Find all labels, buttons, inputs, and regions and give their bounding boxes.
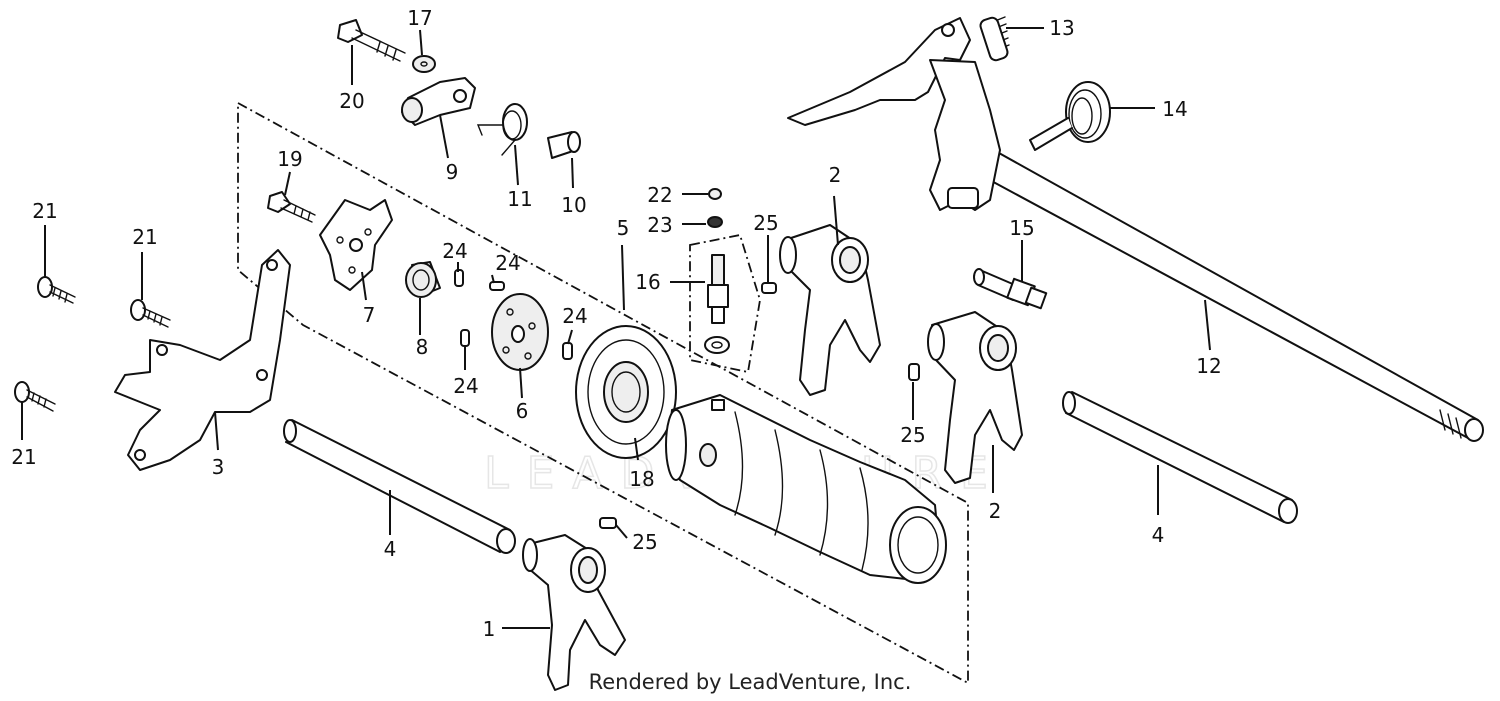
callout-21-top[interactable]: 21 [32, 199, 57, 223]
leader-lines [21, 27, 1211, 629]
callout-23[interactable]: 23 [647, 213, 672, 237]
callout-1[interactable]: 1 [483, 617, 496, 641]
callout-25-b[interactable]: 25 [900, 423, 925, 447]
callout-24-c[interactable]: 24 [453, 374, 478, 398]
callout-18[interactable]: 18 [629, 467, 654, 491]
washer-17[interactable] [412, 55, 436, 73]
callout-6[interactable]: 6 [516, 399, 529, 423]
bolt-19[interactable] [267, 191, 316, 223]
collar-8[interactable] [405, 261, 441, 298]
credit-text: Rendered by LeadVenture, Inc. [588, 670, 912, 694]
nut-22[interactable] [708, 188, 722, 200]
shift-fork-2-upper[interactable] [779, 224, 881, 396]
pin-25-c[interactable] [599, 517, 617, 529]
neutral-switch-16[interactable] [689, 233, 761, 374]
callout-24-d[interactable]: 24 [562, 304, 587, 328]
callout-21-middle[interactable]: 21 [132, 225, 157, 249]
callout-12[interactable]: 12 [1196, 354, 1221, 378]
return-spring-14[interactable] [1029, 81, 1111, 151]
callout-13[interactable]: 13 [1049, 16, 1074, 40]
callout-14[interactable]: 14 [1162, 97, 1187, 121]
callout-21-bottom[interactable]: 21 [11, 445, 36, 469]
bolt-20[interactable] [337, 19, 406, 62]
gearshift-spindle[interactable] [787, 17, 1484, 442]
callout-20[interactable]: 20 [339, 89, 364, 113]
fork-shaft-left[interactable] [283, 419, 516, 554]
spring-11[interactable] [476, 103, 528, 156]
callout-24-b[interactable]: 24 [495, 251, 520, 275]
credit-footer: Rendered by LeadVenture, Inc. [0, 670, 1500, 694]
callout-7[interactable]: 7 [363, 303, 376, 327]
callout-25-a[interactable]: 25 [753, 211, 778, 235]
drum-center-plate-6[interactable] [491, 293, 549, 371]
screw-21-middle[interactable] [130, 299, 171, 328]
pin-24-a[interactable] [454, 269, 464, 287]
assembly-frame [237, 101, 969, 685]
shift-fork-2-lower[interactable] [927, 311, 1023, 484]
callout-19[interactable]: 19 [277, 147, 302, 171]
callout-10[interactable]: 10 [561, 193, 586, 217]
pin-25-b[interactable] [908, 363, 920, 381]
callout-15[interactable]: 15 [1009, 216, 1034, 240]
callout-16[interactable]: 16 [635, 270, 660, 294]
callout-4-left[interactable]: 4 [384, 537, 397, 561]
stopper-plate-3[interactable] [114, 249, 291, 471]
callout-25-c[interactable]: 25 [632, 530, 657, 554]
pin-bolt-15[interactable] [973, 268, 1048, 310]
callout-2-lower[interactable]: 2 [989, 499, 1002, 523]
collar-10[interactable] [547, 131, 581, 159]
screw-21-top[interactable] [37, 276, 76, 304]
callout-24-a[interactable]: 24 [442, 239, 467, 263]
callout-8[interactable]: 8 [416, 335, 429, 359]
pin-25-a[interactable] [761, 282, 777, 294]
fork-shaft-right[interactable] [1062, 391, 1298, 524]
pin-24-d[interactable] [562, 342, 573, 360]
callout-9[interactable]: 9 [446, 160, 459, 184]
bearing-18[interactable] [575, 325, 677, 459]
drum-stopper-plate-7[interactable] [319, 199, 393, 291]
callout-labels: 1 2 2 3 4 4 5 6 7 8 9 10 11 12 13 14 15 … [11, 6, 1221, 641]
callout-17[interactable]: 17 [407, 6, 432, 30]
callout-4-right[interactable]: 4 [1152, 523, 1165, 547]
callout-22[interactable]: 22 [647, 183, 672, 207]
washer-23[interactable] [707, 216, 723, 228]
shift-fork-1[interactable] [522, 534, 626, 691]
stopper-arm-9[interactable] [401, 77, 476, 126]
callout-11[interactable]: 11 [507, 187, 532, 211]
pin-24-c[interactable] [460, 329, 470, 347]
shift-drum[interactable] [665, 394, 947, 584]
callout-3[interactable]: 3 [212, 455, 225, 479]
callout-2-upper[interactable]: 2 [829, 163, 842, 187]
spring-13[interactable] [979, 16, 1010, 62]
pin-24-b[interactable] [489, 281, 505, 291]
callout-5[interactable]: 5 [617, 216, 630, 240]
